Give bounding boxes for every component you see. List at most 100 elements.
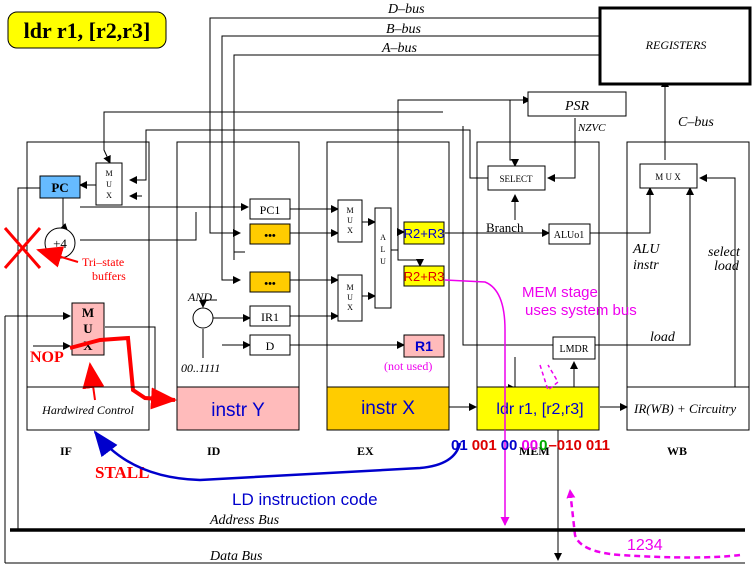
instr-y-label: instr Y <box>211 400 265 421</box>
nzvc-label: NZVC <box>577 122 606 134</box>
stall-arrow <box>82 362 105 401</box>
mem-instr-label: ldr r1, [r2,r3] <box>496 401 583 418</box>
lmdr-box <box>552 336 596 360</box>
ex-top-mux-u: U <box>347 216 353 225</box>
instr-x-box <box>326 386 450 431</box>
data-bus-label: Data Bus <box>209 549 263 564</box>
b-bus-label: B–bus <box>386 22 422 37</box>
stage-id: ID <box>207 444 221 458</box>
and-label: AND <box>187 290 212 304</box>
alu-instr-label-2: instr <box>633 258 659 273</box>
d-bus-line <box>209 17 600 237</box>
r1-box <box>403 334 445 358</box>
ex-bottom-mux-u: U <box>347 293 353 302</box>
not-used-label: (not used) <box>384 359 432 373</box>
select-box <box>487 165 546 191</box>
const-label: 00..1111 <box>181 361 220 375</box>
load-label: load <box>650 330 676 345</box>
code-part-5: –010 <box>548 437 581 454</box>
aluo1-box <box>548 223 591 245</box>
stall-label: STALL <box>95 463 150 482</box>
ex-bottom-mux-x: X <box>347 303 353 312</box>
ex-bottom-mux-m: M <box>346 283 353 292</box>
data-return-path <box>566 489 741 559</box>
r2r3-top-label: R2+R3 <box>404 226 445 241</box>
pc1-label: PC1 <box>260 203 281 217</box>
nop-label: NOP <box>30 349 64 366</box>
alu-a: A <box>380 233 386 242</box>
if-top-mux-m: M <box>105 169 112 178</box>
psr-box <box>527 91 627 117</box>
wb-stage-box <box>626 141 750 431</box>
d-label: D <box>266 339 275 353</box>
title-text: ldr r1, [r2,r3] <box>24 18 151 43</box>
alu-u: U <box>380 257 386 266</box>
select-load-label-1: select <box>708 245 741 260</box>
code-part-6: 011 <box>586 437 610 454</box>
mem-dashed-path <box>539 364 559 392</box>
tristate-label-1: Tri–state <box>82 255 124 269</box>
and-gate <box>192 307 214 329</box>
stage-ex: EX <box>357 444 374 458</box>
wb-mux-label: M U X <box>655 172 681 182</box>
wb-box-label: IR(WB) + Circuitry <box>633 401 736 416</box>
mem-note-2: uses system bus <box>525 302 637 319</box>
hardwired-control: Hardwired Control <box>41 403 134 417</box>
instr-y-box <box>176 386 300 431</box>
stage-wb: WB <box>667 444 687 458</box>
alu-l: L <box>381 245 386 254</box>
pc1-box <box>249 198 291 220</box>
if-top-mux-x: X <box>106 191 112 200</box>
b-bus-line <box>221 35 600 284</box>
mem-address-path <box>444 279 510 526</box>
branch-label: Branch <box>486 220 524 235</box>
code-part-4: 0 <box>539 437 547 454</box>
d-bus-label: D–bus <box>387 2 425 17</box>
registers-box <box>598 6 752 86</box>
stage-mem: MEM <box>519 444 550 458</box>
ir1-label: IR1 <box>261 310 279 324</box>
if-mux-u: U <box>83 321 93 336</box>
id-dots-bottom <box>249 271 291 293</box>
ex-top-mux-m: M <box>346 206 353 215</box>
if-mux-x: X <box>83 338 93 353</box>
code-part-1: 001 <box>472 437 497 454</box>
d-box <box>249 334 291 356</box>
r2r3-top-box <box>403 221 445 245</box>
if-top-mux <box>95 162 123 206</box>
tristate-arrow <box>36 246 79 268</box>
alu-instr-label-1: ALU <box>632 242 660 257</box>
stage-if: IF <box>60 444 72 458</box>
if-mux-m: M <box>82 305 94 320</box>
nop-arrow <box>69 335 177 410</box>
mem-instr-box <box>476 386 600 431</box>
instr-x-label: instr X <box>361 398 415 419</box>
psr-label: PSR <box>564 99 590 114</box>
if-stage-box <box>26 141 150 431</box>
if-top-mux-u: U <box>106 180 112 189</box>
address-bus-label: Address Bus <box>209 513 280 528</box>
value-label: 1234 <box>627 537 663 554</box>
tristate-label-2: buffers <box>92 269 126 283</box>
mem-note-1: MEM stage <box>522 284 598 301</box>
tristate-cross <box>3 227 42 269</box>
ld-code-label: LD instruction code <box>232 490 378 509</box>
select-load-label-2: load <box>714 259 740 274</box>
ld-code-arrow <box>93 430 462 482</box>
wb-mux-box <box>639 163 698 189</box>
registers-label: REGISTERS <box>645 38 707 52</box>
r2r3-bottom-label: R2+R3 <box>404 269 445 284</box>
ir1-box <box>249 305 291 327</box>
ex-bottom-mux <box>337 274 363 322</box>
ex-top-mux-x: X <box>347 226 353 235</box>
pc-box <box>39 175 81 199</box>
a-bus-label: A–bus <box>381 41 418 56</box>
lmdr-label: LMDR <box>560 344 589 355</box>
ex-top-mux <box>337 199 363 243</box>
aluo1-label: ALUo1 <box>554 230 585 241</box>
code-part-2: 00 <box>501 437 518 454</box>
pc-label: PC <box>51 180 68 195</box>
id-dots-top <box>249 223 291 245</box>
